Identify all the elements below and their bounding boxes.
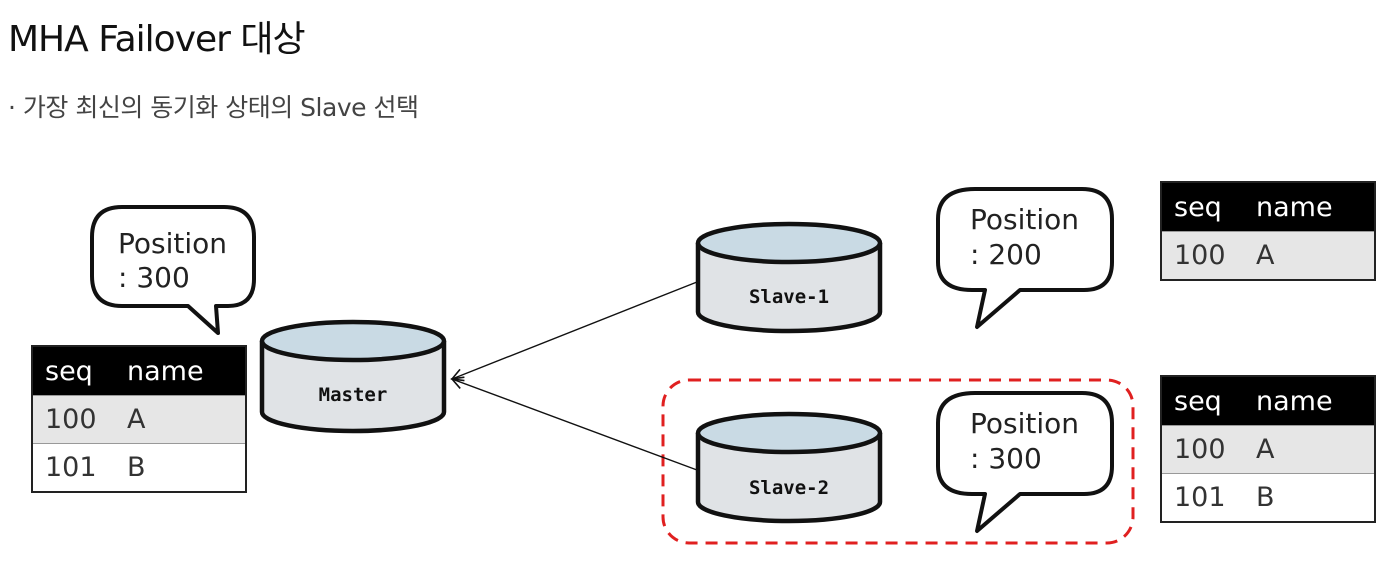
cell-name: A <box>115 395 246 444</box>
cell-seq: 101 <box>32 443 115 492</box>
slave2-data-table: seq name 100 A 101 B <box>1160 375 1376 523</box>
table-row: 101 B <box>1161 473 1375 522</box>
table-row: 100 A <box>1161 425 1375 474</box>
table-row: 101 B <box>32 443 246 492</box>
slave2-position-label: Position <box>970 407 1079 440</box>
cell-seq: 100 <box>32 395 115 444</box>
cell-name: A <box>1244 231 1375 280</box>
column-header-name: name <box>1244 376 1375 426</box>
master-data-table: seq name 100 A 101 B <box>31 345 247 493</box>
column-header-seq: seq <box>1161 182 1244 232</box>
table-header-row: seq name <box>1161 182 1375 232</box>
table-header-row: seq name <box>32 346 246 396</box>
slave1-label: Slave-1 <box>749 286 829 308</box>
page-subtitle: · 가장 최신의 동기화 상태의 Slave 선택 <box>8 93 419 122</box>
cell-seq: 100 <box>1161 425 1244 474</box>
slave1-to-master-arrow <box>450 281 698 382</box>
cell-name: B <box>1244 473 1375 522</box>
column-header-name: name <box>115 346 246 396</box>
column-header-seq: seq <box>1161 376 1244 426</box>
slave1-data-table: seq name 100 A <box>1160 181 1376 281</box>
page-title: MHA Failover 대상 <box>8 19 306 60</box>
master-label: Master <box>319 384 388 406</box>
cell-seq: 100 <box>1161 231 1244 280</box>
table-header-row: seq name <box>1161 376 1375 426</box>
table-row: 100 A <box>1161 231 1375 280</box>
slave1-position-bubble: Position : 200 <box>936 187 1114 329</box>
cell-seq: 101 <box>1161 473 1244 522</box>
slave2-to-master-arrow <box>450 376 698 471</box>
slave1-position-value: : 200 <box>970 238 1042 271</box>
slave1-db-icon: Slave-1 <box>695 221 883 334</box>
master-db-icon: Master <box>259 319 447 434</box>
column-header-name: name <box>1244 182 1375 232</box>
slave2-position-value: : 300 <box>970 442 1042 475</box>
table-row: 100 A <box>32 395 246 444</box>
column-header-seq: seq <box>32 346 115 396</box>
master-position-bubble: Position : 300 <box>90 205 256 335</box>
slave2-position-bubble: Position : 300 <box>936 391 1114 533</box>
cell-name: B <box>115 443 246 492</box>
slave2-db-icon: Slave-2 <box>695 411 883 524</box>
slave1-position-label: Position <box>970 203 1079 236</box>
selected-slave-highlight <box>661 378 1135 545</box>
cell-name: A <box>1244 425 1375 474</box>
master-position-value: : 300 <box>118 261 190 294</box>
slave2-label: Slave-2 <box>749 477 829 499</box>
master-position-label: Position <box>118 227 227 260</box>
